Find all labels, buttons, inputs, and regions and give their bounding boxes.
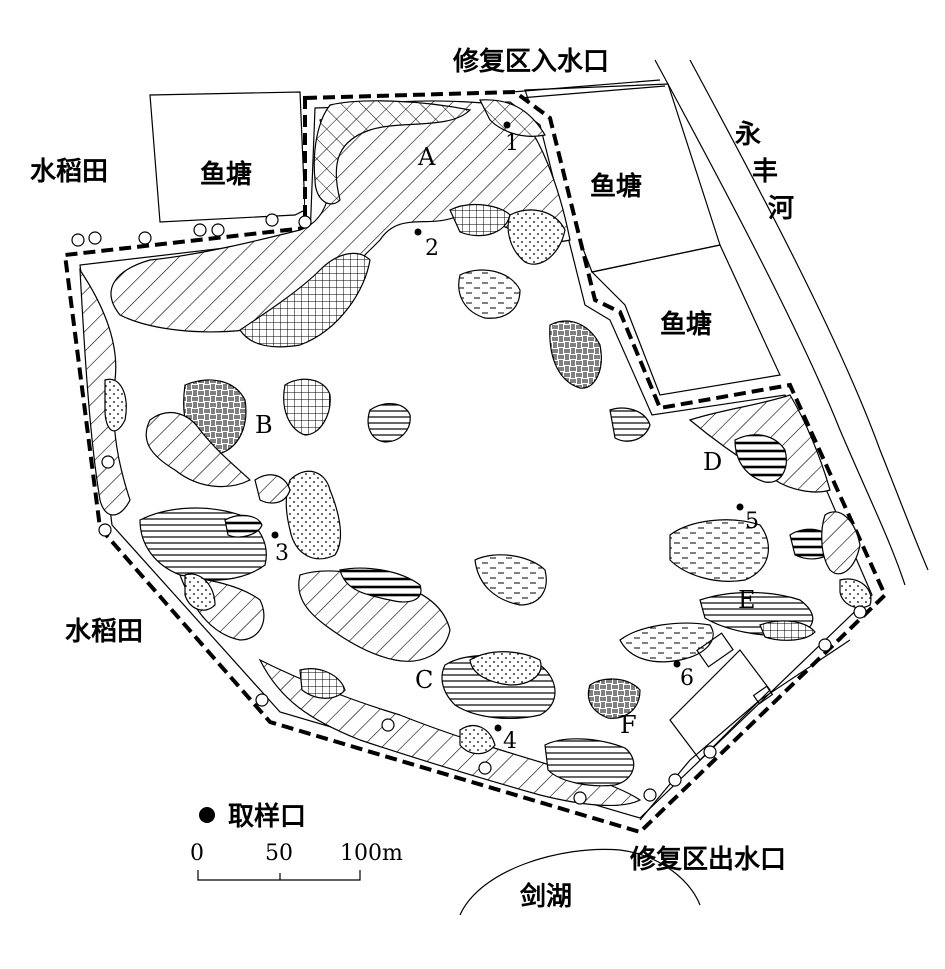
patch-right-diag: [821, 511, 861, 575]
patch-dots-center: [285, 470, 341, 560]
svg-text:2: 2: [425, 236, 439, 261]
patch-3-dots: [184, 573, 216, 611]
scale-bar: [197, 870, 361, 881]
svg-text:1: 1: [505, 131, 519, 156]
pond-label-2: 鱼塘: [590, 171, 642, 202]
patch-weave-right: [549, 320, 602, 389]
fish-pond-middle-right: [590, 244, 781, 396]
outlet-channel: [639, 639, 851, 821]
legend-sample-dot: [199, 807, 215, 823]
patch-a-cross: [313, 100, 472, 205]
svg-text:5: 5: [745, 509, 759, 534]
patch-b-grid: [283, 378, 331, 436]
patch-right-dots: [839, 578, 872, 609]
zone-c-label: C: [415, 666, 433, 694]
sampling-point-4: 4: [494, 724, 517, 754]
river-label-1: 永: [735, 120, 761, 150]
legend-sample-label: 取样口: [228, 801, 306, 832]
svg-text:6: 6: [680, 666, 694, 691]
patch-c-dots: [469, 651, 542, 686]
patch-b-hlines: [367, 403, 411, 443]
sampling-point-1: 1: [503, 121, 519, 156]
sampling-point-6: 6: [673, 660, 694, 691]
inlet-channel-2: [519, 85, 666, 99]
scale-tick-50: 50: [265, 841, 293, 866]
patch-water-4: [619, 622, 714, 663]
outlet-label: 修复区出水口: [629, 844, 786, 875]
patch-water-3: [669, 519, 769, 582]
scale-tick-0: 0: [190, 841, 204, 866]
river-label-2: 丰: [752, 157, 778, 187]
inlet-channel: [511, 79, 661, 93]
pond-label-3: 鱼塘: [660, 309, 712, 340]
paddy-top-label: 水稻田: [30, 157, 108, 187]
inlet-label: 修复区入水口: [452, 46, 609, 77]
patch-bottom-strip: [258, 658, 642, 807]
zone-e-label: E: [738, 586, 756, 614]
sampling-point-2: 2: [414, 228, 439, 261]
patch-c-bold: [339, 567, 422, 603]
patch-bottom-hlines: [544, 738, 635, 787]
patch-left-dots: [104, 378, 127, 432]
svg-text:3: 3: [275, 541, 289, 566]
patch-water-1: [458, 269, 521, 319]
patch-bottom-dots: [459, 725, 496, 755]
river-label-3: 河: [768, 194, 794, 224]
patch-dots-1: [507, 209, 566, 265]
scale-tick-100: 100m: [340, 841, 403, 866]
fish-pond-top-left: [149, 91, 306, 223]
pond-label-1: 鱼塘: [200, 159, 252, 190]
outlet-path: [669, 649, 771, 761]
zone-d-label: D: [703, 448, 722, 476]
river-bank-right: [689, 59, 929, 571]
sampling-point-3: 3: [271, 531, 289, 566]
patch-a-cross-2: [479, 99, 546, 137]
river-bank-left: [654, 59, 906, 586]
sampling-point-5: 5: [736, 503, 759, 534]
patch-grid-1: [239, 252, 371, 348]
zone-f-label: F: [620, 711, 637, 739]
patch-weave-f: [587, 678, 641, 719]
lake-label: 剑湖: [520, 881, 572, 912]
paddy-left-label: 水稻田: [65, 617, 143, 647]
patch-bottom-grid: [299, 668, 346, 699]
legend: 取样口 0 50 100m: [190, 801, 403, 881]
patch-d-bold: [734, 434, 787, 483]
patch-b-diag: [145, 411, 252, 488]
svg-text:4: 4: [503, 729, 517, 754]
boundary-trees: [71, 213, 867, 805]
patch-e-grid: [759, 620, 816, 641]
lake-shore: [459, 848, 701, 916]
patch-3-bold: [224, 514, 263, 538]
zone-a-label: A: [417, 143, 436, 171]
patch-hlines-right: [609, 407, 651, 442]
zone-b-label: B: [255, 411, 273, 439]
outlet-structure-1: [696, 632, 734, 668]
patch-water-2: [474, 554, 547, 606]
patch-diag-center: [254, 474, 291, 504]
